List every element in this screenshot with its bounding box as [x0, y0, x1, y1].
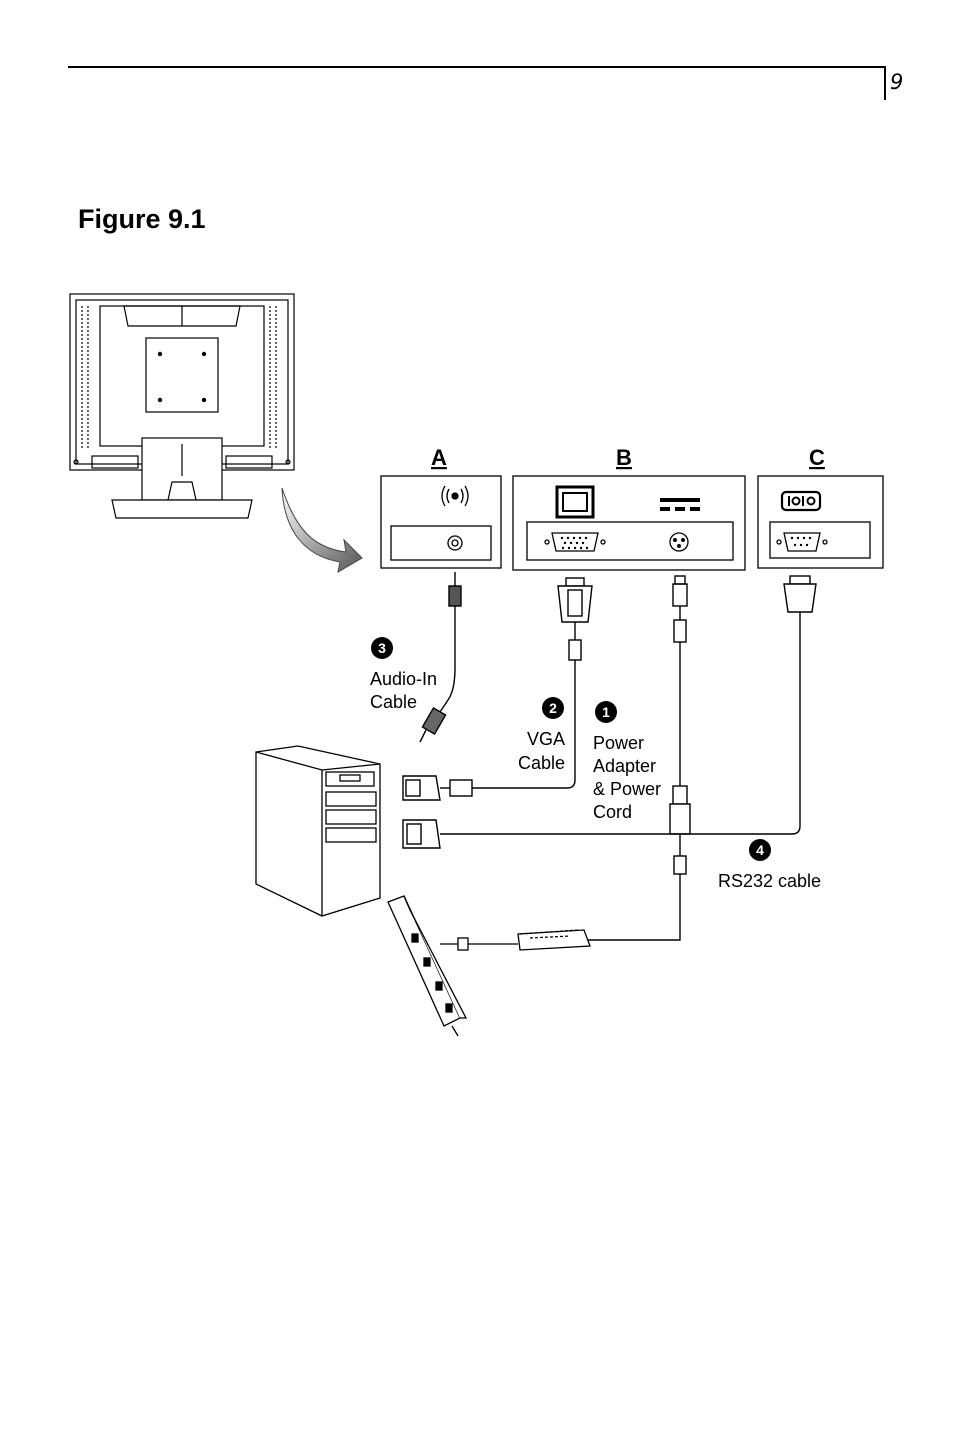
- callout-vga-label-1: VGA: [527, 729, 565, 749]
- callout-power-label-3: & Power: [593, 779, 661, 799]
- callout-vga: 2 VGA Cable: [518, 697, 565, 773]
- audio-port-icon: [441, 485, 469, 507]
- figure-title: Figure 9.1: [78, 204, 206, 234]
- panel-label-a: A: [431, 445, 447, 470]
- header-tick: [884, 66, 886, 100]
- callout-vga-label-2: Cable: [518, 753, 565, 773]
- dc-power-icon: [660, 498, 700, 511]
- monitor-back-icon: [69, 293, 295, 519]
- panel-label-c: C: [809, 445, 825, 470]
- power-adapter-icon: [440, 929, 591, 951]
- page-number: 9: [890, 70, 904, 94]
- panel-c: [757, 475, 884, 569]
- callout-audio: 3 Audio-In Cable: [370, 637, 437, 712]
- panel-a: [380, 475, 502, 569]
- power-strip-icon: [387, 895, 468, 1037]
- serial-port-icon: [780, 490, 822, 512]
- callout-audio-label-1: Audio-In: [370, 669, 437, 689]
- callout-audio-label-2: Cable: [370, 692, 417, 712]
- callout-power: 1 Power Adapter & Power Cord: [593, 701, 661, 822]
- curved-arrow-icon: [281, 487, 363, 573]
- callout-rs232-number: 4: [756, 842, 764, 858]
- callout-power-label-1: Power: [593, 733, 644, 753]
- rs232-cable: [402, 575, 817, 849]
- header-rule: [68, 66, 885, 68]
- callout-vga-number: 2: [549, 700, 557, 716]
- callout-audio-number: 3: [378, 640, 386, 656]
- power-cable: [588, 575, 691, 941]
- pc-tower-icon: [255, 745, 381, 917]
- callout-rs232: 4 RS232 cable: [718, 839, 821, 891]
- vga-cable: [402, 577, 593, 801]
- callout-rs232-label: RS232 cable: [718, 871, 821, 891]
- callout-power-label-2: Adapter: [593, 756, 656, 776]
- panel-b: [512, 475, 746, 571]
- panel-label-b: B: [616, 445, 632, 470]
- callout-power-label-4: Cord: [593, 802, 632, 822]
- vga-port-icon: [555, 485, 595, 519]
- audio-cable: [419, 572, 462, 743]
- callout-power-number: 1: [602, 704, 610, 720]
